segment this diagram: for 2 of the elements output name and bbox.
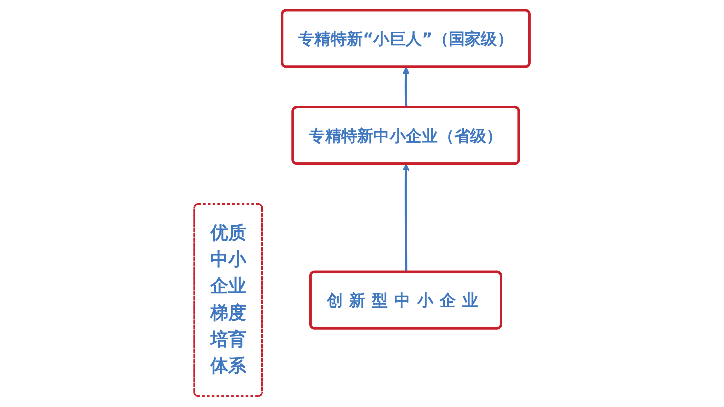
arrow	[402, 164, 410, 273]
arrow	[402, 67, 410, 108]
